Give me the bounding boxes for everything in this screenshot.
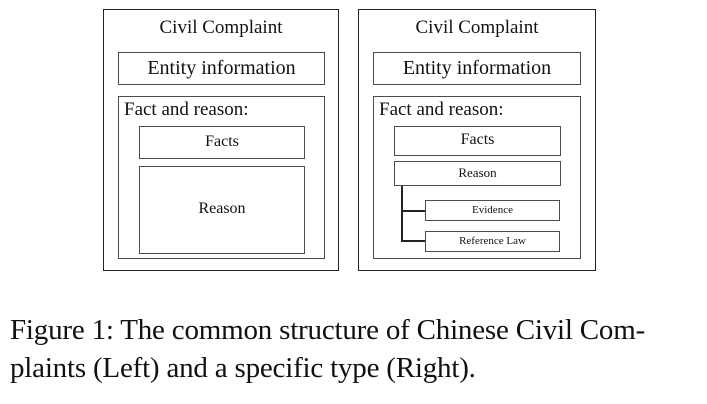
right-diagram-container: Civil Complaint Entity information Fact … <box>358 9 596 271</box>
tree-vertical-connector <box>401 186 403 241</box>
left-reason-box: Reason <box>139 166 305 254</box>
right-diagram-title: Civil Complaint <box>415 17 539 38</box>
right-entity-box: Entity information <box>373 52 581 85</box>
left-entity-label: Entity information <box>147 57 296 79</box>
left-fact-reason-box: Fact and reason: Facts Reason <box>118 96 325 259</box>
right-fact-reason-box: Fact and reason: Facts Reason Evidence R… <box>373 96 581 259</box>
caption-line-2: plaints (Left) and a specific type (Righ… <box>10 352 476 384</box>
left-fact-reason-label: Fact and reason: <box>124 99 249 120</box>
right-entity-label: Entity information <box>402 57 552 79</box>
right-evidence-label: Evidence <box>472 204 513 216</box>
right-reference-law-label: Reference Law <box>459 235 526 247</box>
right-reason-box: Reason <box>394 161 561 186</box>
tree-connector-evidence <box>401 210 425 212</box>
right-reason-label: Reason <box>458 165 497 180</box>
caption-line-1: Figure 1: The common structure of Chines… <box>10 314 646 346</box>
left-facts-label: Facts <box>205 133 239 150</box>
right-facts-label: Facts <box>460 131 495 148</box>
tree-connector-reference-law <box>401 240 425 242</box>
right-evidence-box: Evidence <box>425 200 560 221</box>
right-fact-reason-label: Fact and reason: <box>379 99 504 120</box>
figure-caption: Figure 1: The common structure of Chines… <box>10 311 700 387</box>
right-facts-box: Facts <box>394 126 561 156</box>
left-facts-box: Facts <box>139 126 305 159</box>
left-reason-label: Reason <box>198 200 246 217</box>
left-diagram-container: Civil Complaint Entity information Fact … <box>103 9 339 271</box>
left-entity-box: Entity information <box>118 52 325 85</box>
right-reference-law-box: Reference Law <box>425 231 560 252</box>
left-diagram-title: Civil Complaint <box>159 17 283 38</box>
